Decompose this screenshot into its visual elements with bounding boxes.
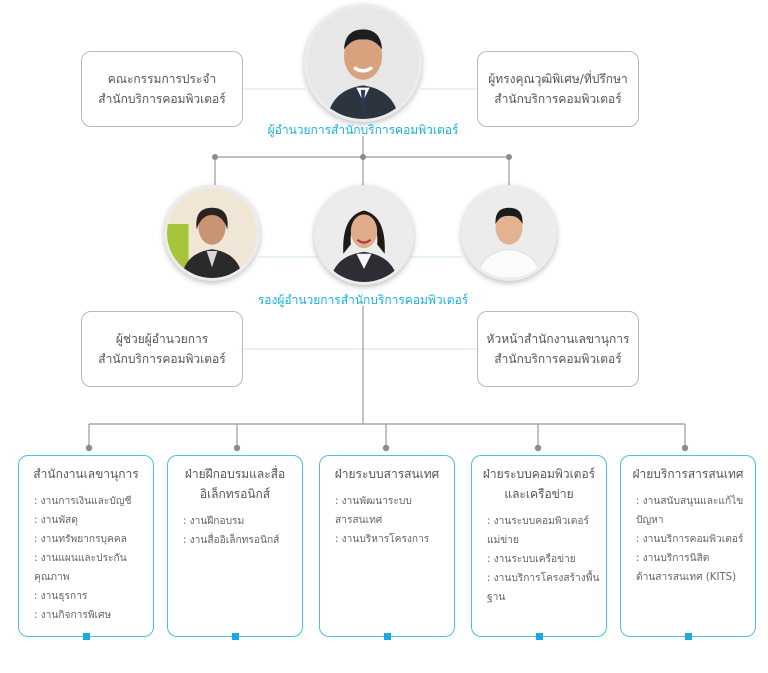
deputy-photo-center: [314, 185, 414, 285]
dept-title-line: และเครือข่าย: [504, 487, 574, 501]
secretary-line-2: สำนักบริการคอมพิวเตอร์: [494, 352, 622, 366]
dept-computer-network: ฝ่ายระบบคอมพิวเตอร์ และเครือข่าย : งานระ…: [471, 455, 607, 640]
dept-title: ฝ่ายบริการสารสนเทศ: [627, 464, 749, 484]
list-item: : งานทรัพยากรบุคคล: [34, 534, 127, 545]
assistant-director-box: ผู้ช่วยผู้อำนวยการ สำนักบริการคอมพิวเตอร…: [81, 311, 243, 387]
committee-line-1: คณะกรรมการประจำ: [107, 72, 217, 86]
list-item: : งานฝึกอบรม: [183, 516, 245, 527]
advisor-line-2: สำนักบริการคอมพิวเตอร์: [494, 92, 622, 106]
list-item: : งานบริการโครงสร้างพื้นฐาน: [487, 573, 600, 603]
deputy-photo-right: [461, 185, 557, 281]
list-item: : งานบริการนิสิตด้านสารสนเทศ (KITS): [636, 553, 737, 583]
list-item: : งานบริการคอมพิวเตอร์: [636, 534, 744, 545]
advisor-line-1: ผู้ทรงคุณวุฒิพิเศษ/ที่ปรึกษา: [488, 72, 628, 86]
list-item: : งานการเงินและบัญชี: [34, 496, 132, 507]
deputy-photo-left: [164, 185, 260, 281]
dept-title-line: อิเล็กทรอนิกส์: [199, 487, 271, 501]
dept-information-systems: ฝ่ายระบบสารสนเทศ : งานพัฒนาระบบสารสนเทศ …: [319, 455, 455, 640]
list-item: : งานสนับสนุนและแก้ไขปัญหา: [636, 496, 744, 526]
assistant-line-1: ผู้ช่วยผู้อำนวยการ: [115, 332, 209, 346]
list-item: : งานบริหารโครงการ: [335, 534, 430, 545]
dept-information-services: ฝ่ายบริการสารสนเทศ : งานสนับสนุนและแก้ไข…: [620, 455, 756, 640]
dept-title-line: ฝ่ายระบบคอมพิวเตอร์: [482, 467, 596, 481]
dept-title: ฝ่ายระบบสารสนเทศ: [326, 464, 448, 484]
dept-title: ฝ่ายระบบคอมพิวเตอร์ และเครือข่าย: [478, 464, 600, 504]
dept-marker: [685, 633, 692, 640]
assistant-line-2: สำนักบริการคอมพิวเตอร์: [98, 352, 226, 366]
dept-item-list: : งานฝึกอบรม : งานสื่ออิเล็กทรอนิกส์: [174, 512, 296, 550]
dept-marker: [536, 633, 543, 640]
dept-marker: [83, 633, 90, 640]
secretary-line-1: หัวหน้าสำนักงานเลขานุการ: [486, 332, 630, 346]
secretary-head-box: หัวหน้าสำนักงานเลขานุการ สำนักบริการคอมพ…: [477, 311, 639, 387]
dept-title-line: ฝ่ายระบบสารสนเทศ: [334, 467, 440, 481]
list-item: : งานระบบเครือข่าย: [487, 554, 576, 565]
committee-line-2: สำนักบริการคอมพิวเตอร์: [98, 92, 226, 106]
director-caption: ผู้อำนวยการสำนักบริการคอมพิวเตอร์: [267, 123, 459, 137]
dept-marker: [384, 633, 391, 640]
dept-title-line: ฝ่ายบริการสารสนเทศ: [632, 467, 744, 481]
dept-item-list: : งานสนับสนุนและแก้ไขปัญหา : งานบริการคอ…: [627, 492, 749, 587]
dept-secretary-office: สำนักงานเลขานุการ : งานการเงินและบัญชี :…: [18, 455, 154, 640]
dept-title-line: ฝ่ายฝึกอบรมและสื่อ: [184, 467, 286, 481]
dept-title-line: สำนักงานเลขานุการ: [33, 467, 139, 481]
dept-item-list: : งานพัฒนาระบบสารสนเทศ : งานบริหารโครงกา…: [326, 492, 448, 549]
dept-marker: [232, 633, 239, 640]
dept-item-list: : งานระบบคอมพิวเตอร์แม่ข่าย : งานระบบเคร…: [478, 512, 600, 607]
advisor-box: ผู้ทรงคุณวุฒิพิเศษ/ที่ปรึกษา สำนักบริการ…: [477, 51, 639, 127]
list-item: : งานพัสดุ: [34, 515, 78, 526]
list-item: : งานระบบคอมพิวเตอร์แม่ข่าย: [487, 516, 589, 546]
committee-box: คณะกรรมการประจำ สำนักบริการคอมพิวเตอร์: [81, 51, 243, 127]
director-photo: [304, 4, 422, 122]
dept-training-media: ฝ่ายฝึกอบรมและสื่อ อิเล็กทรอนิกส์ : งานฝ…: [167, 455, 303, 640]
list-item: : งานพัฒนาระบบสารสนเทศ: [335, 496, 412, 526]
deputy-caption: รองผู้อำนวยการสำนักบริการคอมพิวเตอร์: [257, 293, 469, 307]
dept-title: ฝ่ายฝึกอบรมและสื่อ อิเล็กทรอนิกส์: [174, 464, 296, 504]
dept-title: สำนักงานเลขานุการ: [25, 464, 147, 484]
dept-item-list: : งานการเงินและบัญชี : งานพัสดุ : งานทรั…: [25, 492, 147, 625]
list-item: : งานแผนและประกันคุณภาพ: [34, 553, 127, 583]
list-item: : งานธุรการ: [34, 591, 88, 602]
list-item: : งานสื่ออิเล็กทรอนิกส์: [183, 535, 280, 546]
list-item: : งานกิจการพิเศษ: [34, 610, 112, 621]
